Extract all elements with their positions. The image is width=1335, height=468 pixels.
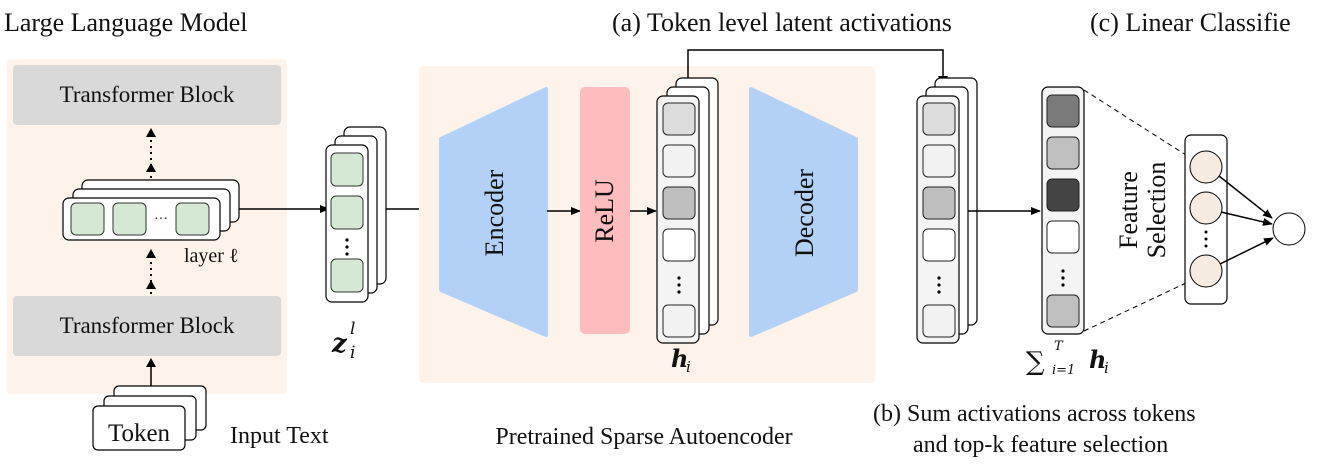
z-math-label: z l i (331, 319, 355, 363)
z-cell (330, 152, 364, 187)
token-level-stack (916, 77, 978, 344)
relu-block (580, 87, 630, 334)
z-cell (330, 195, 364, 230)
hidden-cell (175, 202, 210, 236)
latent-cell (662, 102, 696, 136)
summed-cell (1046, 94, 1080, 128)
relu-label: ReLU (590, 179, 619, 243)
transformer-block-top-label: Transformer Block (60, 82, 235, 107)
svg-text:h: h (1089, 345, 1106, 374)
latent-cell (662, 228, 696, 262)
svg-text:i: i (686, 358, 691, 376)
latent-cell (922, 102, 956, 136)
summed-cell (1046, 178, 1080, 212)
svg-text:i: i (350, 343, 355, 363)
summed-cell (1046, 136, 1080, 170)
decoder-label: Decoder (790, 169, 819, 257)
classifier-edge (1218, 175, 1273, 219)
latent-cell (922, 186, 956, 220)
token-label: Token (108, 420, 171, 447)
selection-dash-top (1083, 89, 1187, 156)
transformer-block-bottom-label: Transformer Block (60, 313, 235, 338)
sae-caption: Pretrained Sparse Autoencoder (495, 424, 792, 450)
feature-selection-line1: Feature (1114, 171, 1143, 249)
llm-title: Large Language Model (4, 8, 248, 37)
layer-activation-stack: ··· (62, 179, 240, 241)
token-stack: Token (92, 385, 207, 451)
hidden-cell (112, 202, 147, 236)
dotted-arrow-up-bottom (146, 249, 156, 294)
latent-cell (662, 186, 696, 220)
ellipsis: ··· (154, 212, 168, 227)
sum-caption-line2: and top-k feature selection (913, 432, 1168, 458)
summed-cell (1046, 220, 1080, 254)
transformer-block-bottom (13, 296, 281, 356)
encoder-shape (439, 87, 548, 337)
selected-neuron (1189, 150, 1223, 184)
transformer-block-top (13, 65, 281, 125)
svg-text:z: z (331, 329, 348, 359)
selection-dash-bottom (1083, 282, 1187, 332)
feature-selection-line2: Selection (1142, 162, 1171, 259)
svg-text:i: i (1104, 359, 1109, 377)
latent-cell (662, 144, 696, 178)
latent-cell (662, 304, 696, 338)
h-vector-stack (656, 77, 719, 344)
input-text-label: Input Text (230, 423, 329, 449)
connector-h-to-token-level (687, 49, 944, 84)
summed-vector (1041, 86, 1085, 335)
output-neuron (1272, 212, 1306, 246)
svg-text:∑: ∑ (1026, 347, 1045, 377)
summed-cell (1046, 294, 1080, 328)
svg-text:T: T (1054, 339, 1064, 354)
selected-neuron (1189, 191, 1223, 225)
classifier-edge (1220, 211, 1273, 226)
layer-label: layer ℓ (184, 245, 239, 267)
z-cell (330, 258, 364, 293)
svg-text:h: h (671, 344, 688, 373)
z-vector-stack (325, 126, 387, 303)
decoder-shape (749, 87, 858, 337)
encoder-label: Encoder (480, 169, 509, 256)
hidden-cell (70, 202, 105, 236)
classifier-edge (1219, 237, 1274, 265)
svg-text:i=1: i=1 (1052, 363, 1075, 378)
linear-classifier-title: (c) Linear Classifie (1090, 8, 1291, 37)
latent-cell (922, 144, 956, 178)
token-arrow-head (146, 358, 156, 367)
latent-cell (922, 228, 956, 262)
h-math-label: h i (671, 344, 691, 376)
selected-neuron (1189, 254, 1223, 288)
sum-math-label: ∑ T i=1 h i (1026, 339, 1109, 378)
dotted-arrow-up-top (146, 128, 156, 178)
svg-text:l: l (350, 319, 355, 339)
token-level-title: (a) Token level latent activations (612, 8, 952, 37)
latent-cell (922, 304, 956, 338)
sum-caption-line1: (b) Sum activations across tokens (873, 401, 1196, 427)
